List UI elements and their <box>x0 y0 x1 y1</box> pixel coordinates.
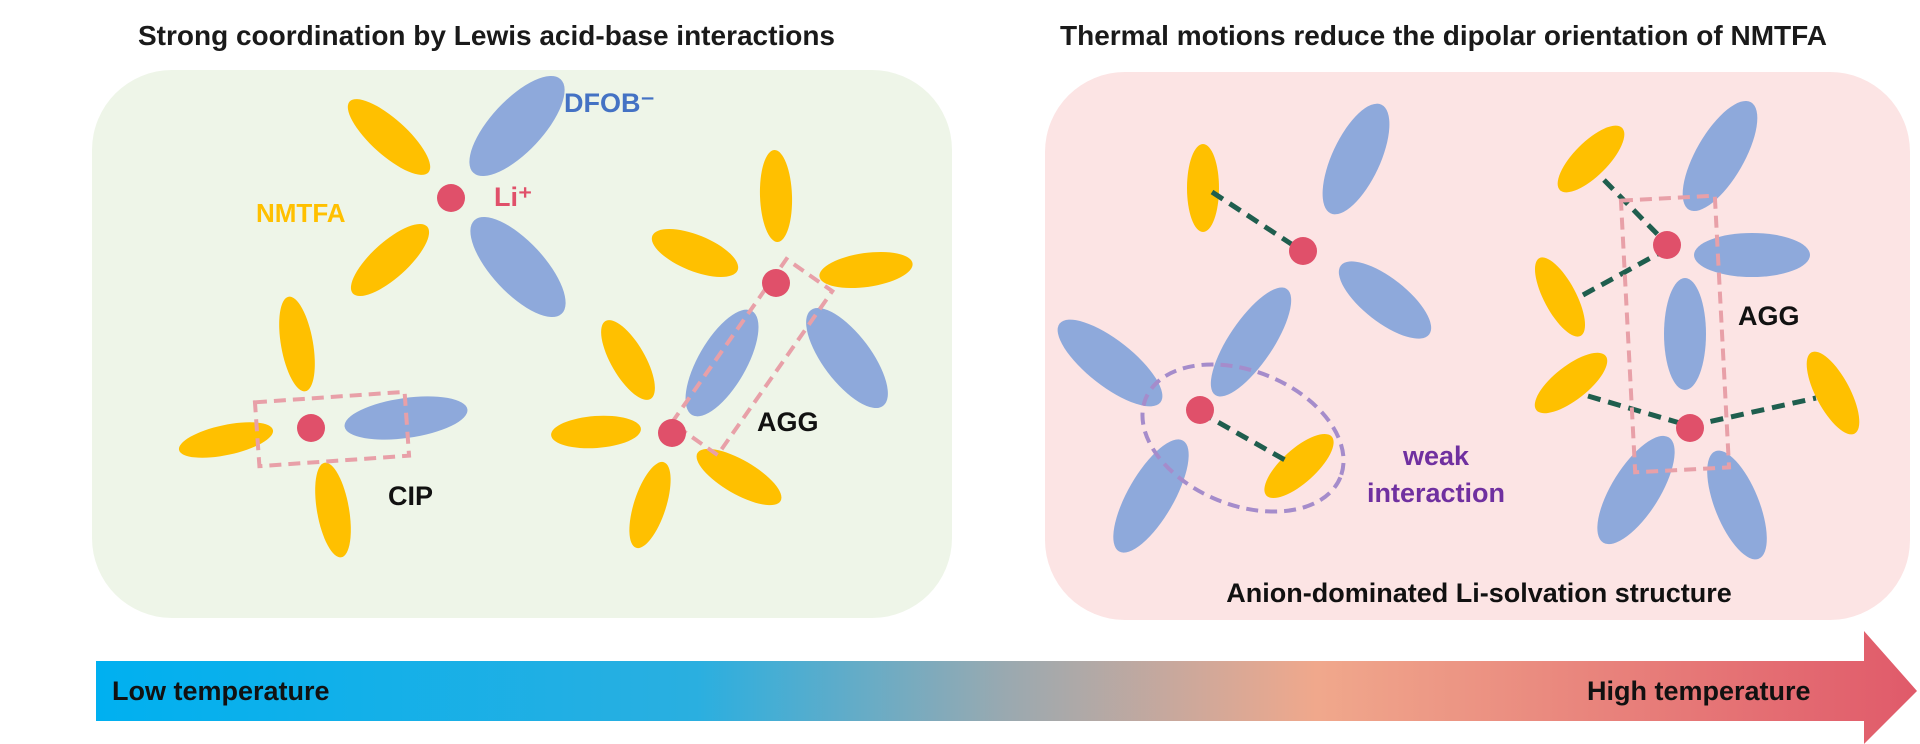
li-ion <box>658 419 686 447</box>
agg-dashed-box <box>1618 193 1732 475</box>
li-ion <box>297 414 325 442</box>
nmtfa-molecule <box>651 229 739 277</box>
weak-bond <box>1689 395 1817 429</box>
nmtfa-molecule <box>279 296 315 392</box>
cluster-right-top <box>1187 103 1432 397</box>
dfob-anion <box>685 309 759 417</box>
agg-label-right: AGG <box>1738 301 1800 331</box>
agg-label-left: AGG <box>757 407 819 437</box>
nmtfa-molecule <box>551 415 641 449</box>
nmtfa-molecule <box>819 251 913 289</box>
right-panel-title: Thermal motions reduce the dipolar orien… <box>1060 20 1827 51</box>
li-ion <box>762 269 790 297</box>
low-temperature-label: Low temperature <box>112 676 330 706</box>
left-panel-title: Strong coordination by Lewis acid-base i… <box>138 20 836 51</box>
nmtfa-molecule <box>1187 144 1219 232</box>
high-temperature-label: High temperature <box>1587 676 1811 706</box>
dfob-anion <box>1322 103 1390 215</box>
li-ion <box>1676 414 1704 442</box>
nmtfa-molecule <box>1264 433 1334 499</box>
cluster-weak-interaction <box>1057 319 1346 553</box>
weak-bond <box>1587 393 1691 429</box>
nmtfa-molecule <box>1534 257 1586 337</box>
dfob-anion <box>806 307 888 409</box>
weak-bond <box>1210 189 1304 254</box>
dfob-anion <box>1694 233 1810 277</box>
nmtfa-molecule <box>315 462 351 558</box>
cip-label: CIP <box>388 481 433 511</box>
nmtfa-molecule <box>1557 125 1625 193</box>
nmtfa-molecule <box>629 461 671 549</box>
cluster-cip <box>178 296 468 558</box>
dfob-anion <box>1664 278 1706 390</box>
cluster-agg-left <box>551 150 913 549</box>
cip-dashed-box <box>252 389 412 469</box>
nmtfa-molecule <box>350 223 430 297</box>
solvation-structure-label: Anion-dominated Li-solvation structure <box>1226 578 1732 608</box>
dfob-label: DFOB⁻ <box>564 88 655 118</box>
nmtfa-molecule <box>1534 352 1608 414</box>
cluster-agg-right <box>1534 100 1860 560</box>
li-ion <box>1289 237 1317 265</box>
li-ion <box>437 184 465 212</box>
nmtfa-molecule <box>347 99 431 175</box>
weak-bond <box>1602 178 1669 246</box>
li-label: Li⁺ <box>494 182 532 212</box>
dfob-anion <box>469 75 565 177</box>
dfob-anion <box>470 216 566 318</box>
dfob-anion <box>1682 100 1758 212</box>
cluster-top <box>347 75 566 318</box>
dfob-anion <box>1210 287 1292 397</box>
nmtfa-molecule <box>696 448 782 506</box>
weak-interaction-ring <box>1140 362 1346 514</box>
nmtfa-molecule <box>178 422 274 458</box>
li-ion <box>1653 231 1681 259</box>
temperature-arrow <box>96 631 1917 744</box>
li-ion <box>1186 396 1214 424</box>
weak-bond <box>1581 247 1667 298</box>
agg-dashed-box <box>668 256 836 458</box>
weak-interaction-label-line2: interaction <box>1367 478 1505 508</box>
nmtfa-molecule <box>1806 351 1860 435</box>
dfob-anion <box>1057 319 1163 407</box>
right-panel <box>1045 72 1910 620</box>
dfob-anion <box>1338 261 1432 339</box>
dfob-anion <box>1597 435 1675 545</box>
nmtfa-molecule <box>601 320 655 400</box>
nmtfa-label: NMTFA <box>256 198 346 228</box>
weak-interaction-label-line1: weak <box>1402 441 1470 471</box>
nmtfa-molecule <box>759 150 793 242</box>
weak-bond <box>1198 409 1287 463</box>
dfob-anion <box>1707 450 1767 560</box>
